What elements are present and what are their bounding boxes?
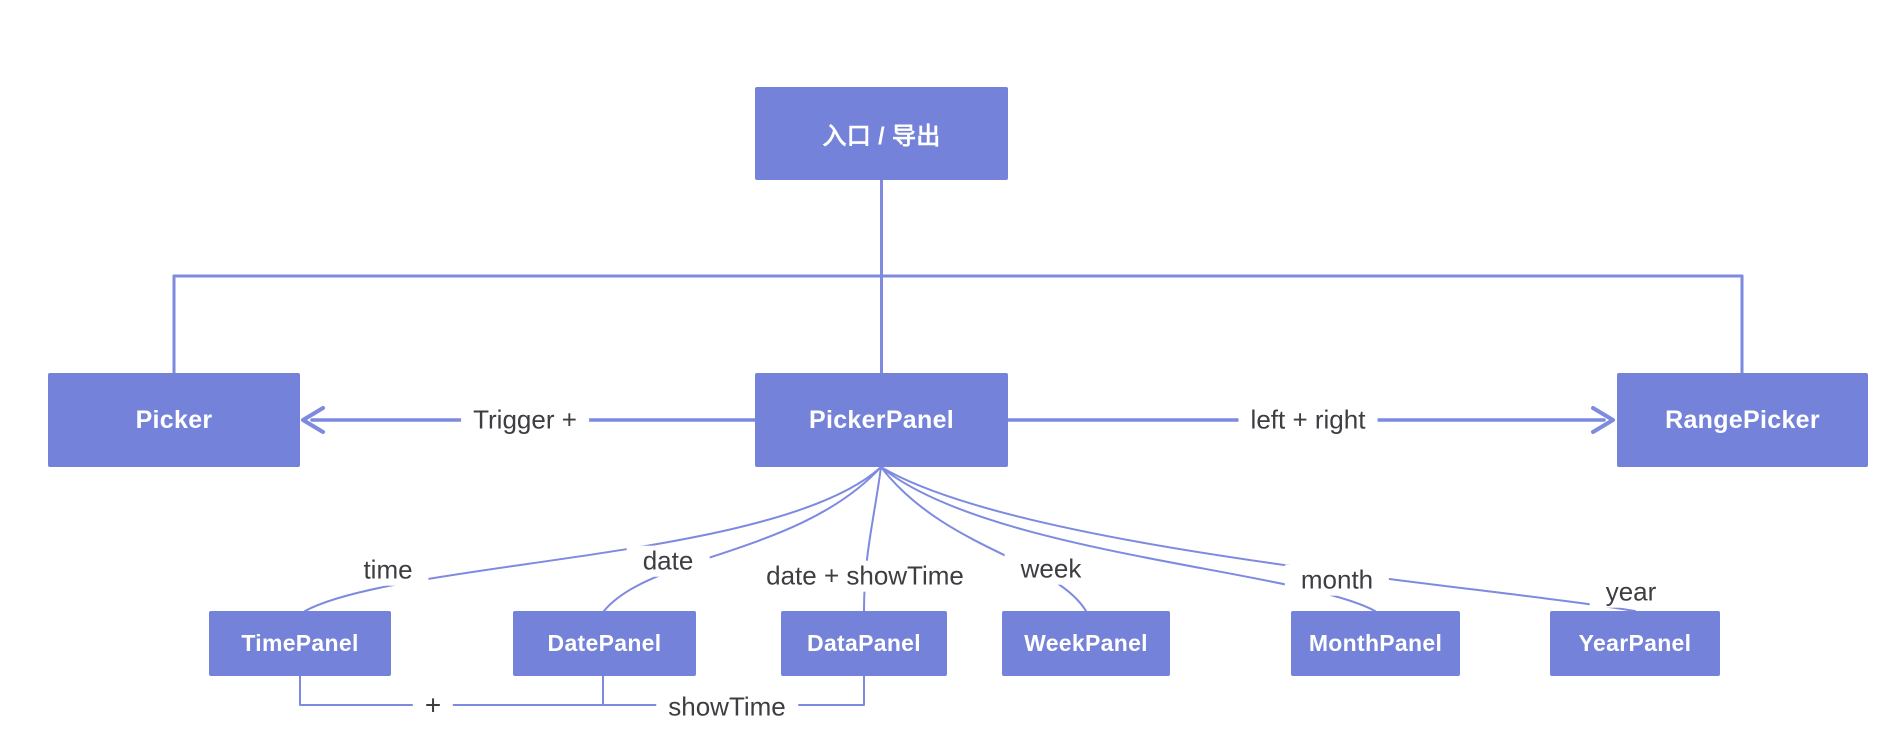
node-data-panel: DataPanel: [781, 611, 947, 676]
edge-label-month: month: [1284, 564, 1390, 596]
edge-curve-week: [880, 466, 1087, 612]
node-week-panel: WeekPanel: [1002, 611, 1170, 676]
edge-curve-time: [304, 466, 882, 612]
edge-label-plus: +: [412, 689, 454, 723]
node-time-panel: TimePanel: [209, 611, 391, 676]
edge-label-date-show-time: date + showTime: [754, 560, 976, 592]
node-date-panel: DatePanel: [513, 611, 696, 676]
edge-curve-date: [603, 466, 882, 612]
edge-bottom-rail: [299, 675, 865, 706]
node-picker: Picker: [48, 373, 300, 467]
arrow-head-left-icon: [301, 406, 325, 434]
node-range-picker: RangePicker: [1617, 373, 1868, 467]
edge-curve-year: [880, 466, 1636, 612]
edge-label-date: date: [626, 545, 710, 577]
node-entry: 入口 / 导出: [755, 87, 1008, 180]
edge-label-week: week: [1004, 553, 1098, 585]
node-picker-panel: PickerPanel: [755, 373, 1008, 467]
arrow-head-right-icon: [1591, 406, 1615, 434]
edge-label-trigger: Trigger +: [461, 404, 589, 436]
node-year-panel: YearPanel: [1550, 611, 1720, 676]
edge-label-show-time: showTime: [656, 691, 798, 723]
edge-label-year: year: [1589, 576, 1673, 608]
edge-curve-datashowtime: [863, 466, 882, 612]
edge-label-left-right: left + right: [1238, 404, 1378, 436]
node-month-panel: MonthPanel: [1291, 611, 1460, 676]
edge-label-time: time: [347, 554, 429, 586]
